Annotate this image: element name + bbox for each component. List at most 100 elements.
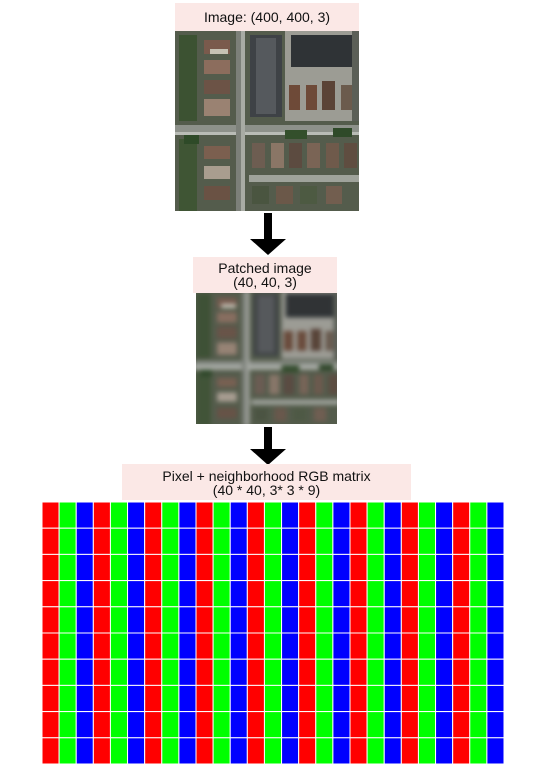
matrix-cell	[298, 684, 317, 713]
matrix-cell	[229, 684, 248, 713]
aerial-block	[325, 331, 334, 351]
matrix-cell	[127, 527, 146, 555]
aerial-block	[254, 407, 268, 422]
matrix-cell	[366, 737, 385, 764]
aerial-block	[196, 372, 211, 424]
matrix-cell	[486, 502, 504, 529]
matrix-cell	[435, 606, 454, 634]
matrix-cell	[92, 527, 111, 555]
matrix-cell	[161, 737, 180, 764]
aerial-block	[257, 295, 274, 354]
aerial-block	[216, 312, 238, 324]
matrix-cell	[400, 632, 419, 660]
image-shape-text: Image: (400, 400, 3)	[203, 9, 331, 25]
matrix-cell	[195, 658, 214, 686]
matrix-cell	[195, 580, 214, 608]
aerial-block	[300, 185, 317, 204]
aerial-block	[200, 369, 213, 377]
down-arrow-icon	[250, 427, 286, 465]
matrix-cell	[161, 527, 180, 555]
matrix-cell	[383, 684, 402, 713]
patched-image-label: Patched image (40, 40, 3)	[193, 257, 337, 293]
matrix-cell	[178, 606, 197, 634]
aerial-block	[284, 374, 295, 394]
matrix-cell	[161, 502, 180, 529]
matrix-cell	[92, 502, 111, 529]
matrix-cell	[75, 580, 94, 608]
matrix-cell	[263, 711, 283, 739]
matrix-cell	[298, 527, 317, 555]
matrix-cell	[486, 658, 504, 686]
matrix-cell	[435, 711, 454, 739]
matrix-cell	[246, 658, 265, 686]
matrix-cell	[281, 658, 300, 686]
matrix-cell	[144, 606, 163, 634]
matrix-cell	[383, 527, 402, 555]
matrix-cell	[349, 737, 368, 764]
matrix-cell	[486, 684, 504, 713]
matrix-cell	[383, 737, 402, 764]
matrix-cell	[109, 737, 129, 764]
matrix-cell	[417, 606, 437, 634]
matrix-cell	[195, 606, 214, 634]
aerial-block	[221, 303, 236, 309]
aerial-block	[298, 374, 310, 394]
matrix-cell	[469, 553, 488, 582]
matrix-cell	[75, 711, 94, 739]
matrix-cell	[58, 553, 77, 582]
matrix-cell	[58, 684, 77, 713]
matrix-cell	[400, 580, 419, 608]
matrix-cell	[315, 580, 334, 608]
aerial-block	[175, 131, 359, 136]
aerial-block	[333, 293, 337, 359]
matrix-cell	[452, 553, 471, 582]
matrix-cell	[383, 632, 402, 660]
matrix-cell	[417, 737, 437, 764]
matrix-cell	[127, 737, 146, 764]
aerial-block	[289, 142, 302, 168]
aerial-block	[204, 99, 231, 116]
matrix-cell	[298, 658, 317, 686]
aerial-block	[216, 407, 238, 419]
aerial-block	[325, 142, 339, 168]
aerial-block	[216, 297, 238, 309]
matrix-cell	[332, 737, 351, 764]
matrix-cell	[144, 527, 163, 555]
matrix-cell	[42, 502, 60, 529]
matrix-cell	[366, 684, 385, 713]
matrix-cell	[400, 553, 419, 582]
matrix-cell	[144, 580, 163, 608]
aerial-block	[196, 361, 337, 370]
matrix-cell	[417, 632, 437, 660]
patched-aerial-scene	[196, 293, 337, 424]
aerial-block	[281, 365, 299, 373]
aerial-image	[175, 31, 359, 211]
matrix-cell	[92, 632, 111, 660]
aerial-block	[322, 81, 336, 111]
matrix-cell	[263, 658, 283, 686]
matrix-cell	[246, 527, 265, 555]
image-shape-label: Image: (400, 400, 3)	[175, 3, 359, 31]
matrix-cell	[109, 580, 129, 608]
matrix-cell	[469, 632, 488, 660]
matrix-cell	[127, 658, 146, 686]
matrix-cell	[469, 502, 488, 529]
aerial-block	[178, 139, 198, 211]
matrix-cell	[75, 684, 94, 713]
matrix-cell	[42, 737, 60, 764]
matrix-cell	[315, 527, 334, 555]
rgb-matrix-grid	[42, 502, 504, 764]
matrix-cell	[417, 502, 437, 529]
aerial-block	[313, 407, 327, 422]
matrix-cell	[400, 711, 419, 739]
matrix-cell	[161, 711, 180, 739]
matrix-cell	[178, 502, 197, 529]
matrix-cell	[486, 632, 504, 660]
matrix-cell	[109, 502, 129, 529]
matrix-cell	[469, 684, 488, 713]
matrix-cell	[263, 527, 283, 555]
matrix-cell	[212, 632, 231, 660]
aerial-block	[216, 392, 238, 403]
matrix-cell	[229, 606, 248, 634]
aerial-block	[270, 142, 284, 168]
